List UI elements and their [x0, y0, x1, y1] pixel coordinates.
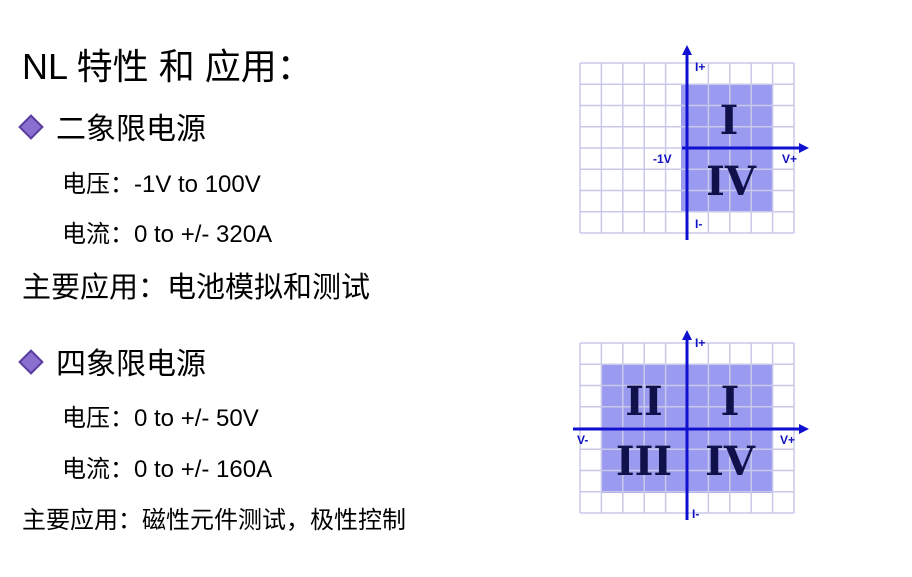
label-i-minus: I-: [692, 507, 699, 521]
bullet-four-quadrant: 四象限电源: [18, 339, 206, 383]
quadrant-IV: IV: [705, 438, 756, 485]
current-two-quadrant: 电流：0 to +/- 320A: [62, 221, 273, 248]
four-quadrant-diagram: I+ I- V- V+ II I III IV: [573, 330, 809, 521]
label-v-plus: V+: [782, 152, 797, 166]
two-quadrant-diagram: I+ I- -1V V+ I IV: [579, 45, 809, 240]
arrow-right-icon: [799, 143, 809, 153]
application-four-quadrant: 主要应用：磁性元件测试，极性控制: [22, 506, 406, 534]
quadrant-III: III: [616, 438, 672, 485]
arrow-up-icon: [682, 330, 692, 340]
voltage-four-quadrant: 电压：0 to +/- 50V: [62, 405, 259, 432]
quadrant-I: I: [720, 97, 739, 144]
arrow-up-icon: [682, 45, 692, 55]
label-v-minus: V-: [577, 433, 588, 447]
label-v-plus: V+: [780, 433, 795, 447]
label-i-plus: I+: [695, 336, 705, 350]
heading-four-quadrant: 四象限电源: [56, 347, 206, 382]
application-two-quadrant: 主要应用：电池模拟和测试: [22, 270, 371, 304]
label-i-minus: I-: [695, 217, 702, 231]
page-title: NL 特性 和 应用：: [22, 46, 313, 87]
label-i-plus: I+: [695, 60, 705, 74]
arrow-right-icon: [799, 424, 809, 434]
bullet-two-quadrant: 二象限电源: [18, 104, 206, 148]
current-four-quadrant: 电流：0 to +/- 160A: [62, 456, 273, 483]
quadrant-I: I: [721, 378, 740, 425]
quadrant-II: II: [625, 378, 662, 425]
heading-two-quadrant: 二象限电源: [56, 112, 206, 147]
quadrant-IV: IV: [706, 158, 757, 205]
label-v-minus: -1V: [653, 152, 672, 166]
voltage-two-quadrant: 电压：-1V to 100V: [62, 171, 261, 198]
